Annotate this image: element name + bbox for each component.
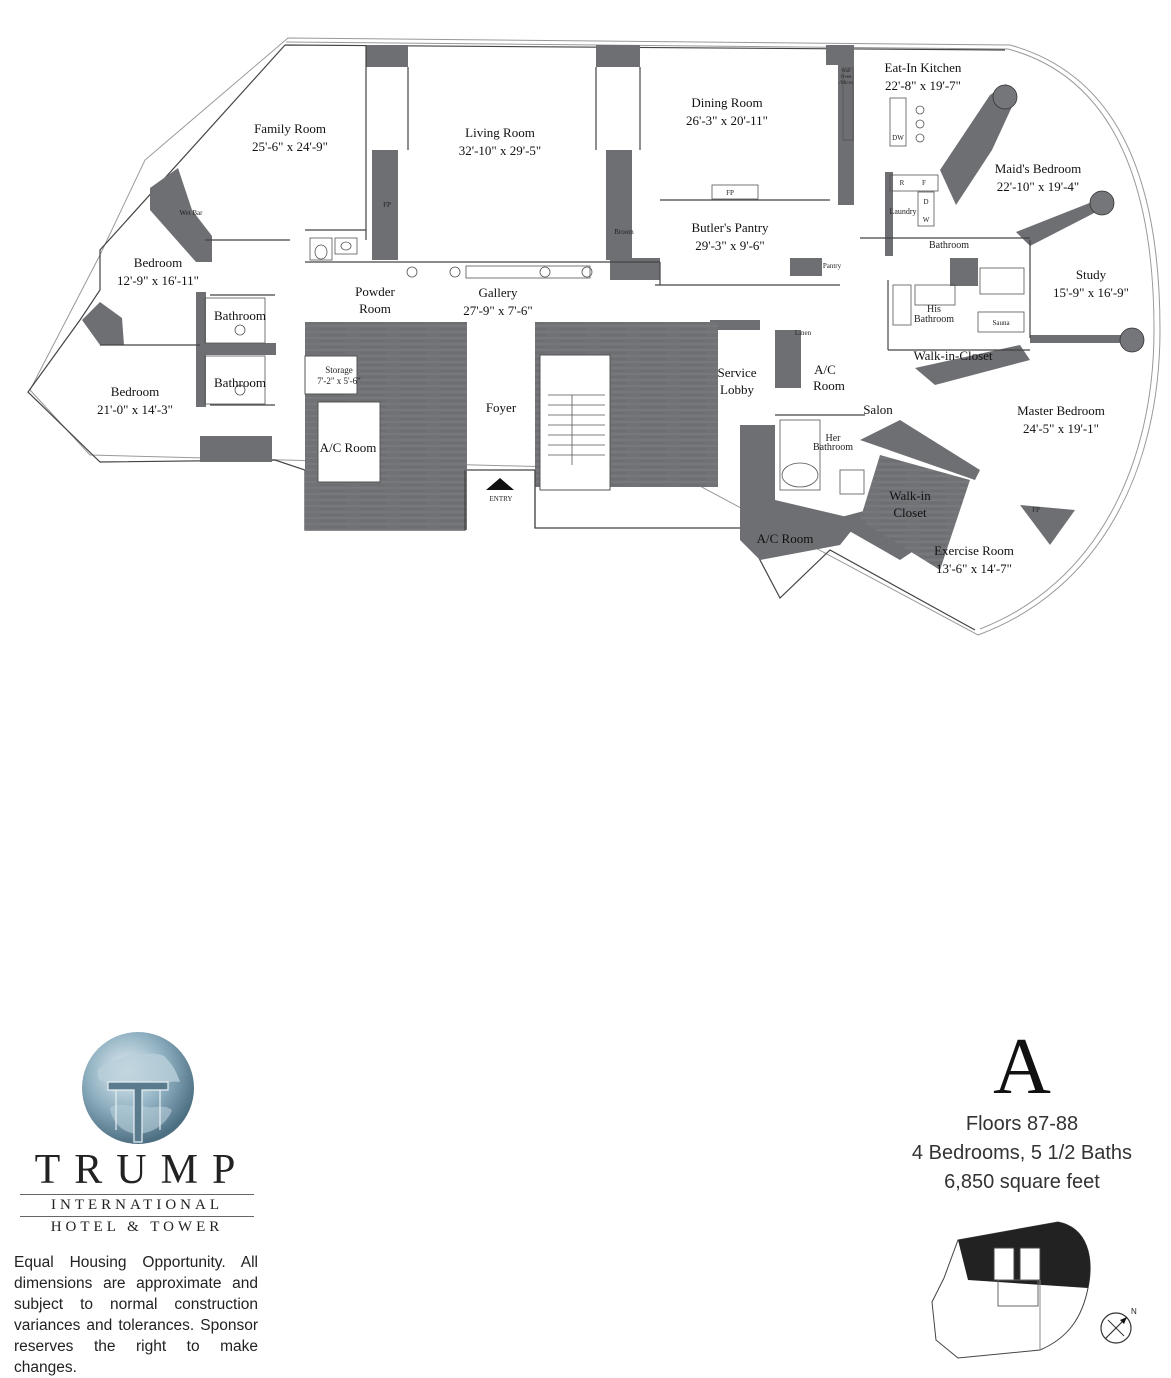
- trump-logo: TRUMP INTERNATIONAL HOTEL & TOWER: [14, 1030, 260, 1236]
- walk-in-closet-master-label: Walk-in-Closet: [913, 348, 992, 363]
- laundry-label: Laundry: [889, 207, 916, 216]
- ac-room-center-label: A/C: [814, 362, 836, 377]
- study-dims: 15'-9" x 16'-9": [1053, 285, 1129, 300]
- compass-north-label: N: [1131, 1307, 1137, 1316]
- unit-floors: Floors 87-88: [965, 1113, 1079, 1135]
- pantry-label: Pantry: [823, 262, 842, 270]
- gallery-dims: 27'-9" x 7'-6": [463, 303, 532, 318]
- brand-line-2: INTERNATIONAL: [51, 1197, 223, 1213]
- living-room-label: Living Room: [465, 125, 535, 140]
- fireplace-label-family: FP: [383, 201, 391, 209]
- brand-main: TRUMP: [34, 1147, 250, 1193]
- eat-in-kitchen-label: Eat-In Kitchen: [885, 60, 962, 75]
- master-bedroom-label: Master Bedroom: [1017, 403, 1105, 418]
- brand-divider: [20, 1194, 254, 1195]
- dining-room-label: Dining Room: [691, 95, 762, 110]
- globe-icon: [82, 1032, 194, 1144]
- freezer-label: F: [922, 179, 926, 187]
- unit-area: 6,850 square feet: [944, 1171, 1100, 1193]
- refrigerator-label: R: [900, 179, 905, 187]
- unit-beds-baths: 4 Bedrooms, 5 1/2 Baths: [911, 1142, 1133, 1164]
- fireplace-label-dining: FP: [726, 189, 734, 197]
- walk-in-closet-salon-label: Walk-in: [889, 488, 931, 503]
- exterior-glass-wall: [29, 37, 1161, 636]
- storage-dims: 7'-2" x 5'-6": [317, 376, 361, 386]
- bedroom-1-dims: 12'-9" x 16'-11": [117, 273, 199, 288]
- service-lobby-label-2: Lobby: [720, 382, 754, 397]
- walk-in-closet-salon-label-2: Closet: [893, 505, 927, 520]
- his-bathroom-label-2: Bathroom: [914, 314, 954, 325]
- family-room-dims: 25'-6" x 24'-9": [252, 139, 328, 154]
- dryer-label: D: [923, 198, 928, 206]
- bathroom-lower-left-label: Bathroom: [214, 375, 266, 390]
- bedroom-2-label: Bedroom: [111, 384, 159, 399]
- fireplace-label-master: FP: [1032, 506, 1040, 514]
- family-room-label: Family Room: [254, 121, 326, 136]
- entry-arrow: [486, 478, 514, 490]
- washer-label: W: [923, 216, 930, 224]
- her-bathroom-label: Her: [826, 433, 842, 444]
- her-bathroom-label-2: Bathroom: [813, 442, 853, 453]
- core-right-small: [860, 455, 970, 570]
- wall-oven-label: Wall: [841, 69, 851, 74]
- disclaimer: Equal Housing Opportunity. All dimension…: [14, 1254, 258, 1376]
- exercise-room-dims: 13'-6" x 14'-7": [936, 561, 1012, 576]
- living-room-dims: 32'-10" x 29'-5": [459, 143, 541, 158]
- foyer-label: Foyer: [486, 400, 517, 415]
- gallery-label: Gallery: [479, 285, 518, 300]
- bathroom-upper-left-label: Bathroom: [214, 308, 266, 323]
- master-bedroom-dims: 24'-5" x 19'-1": [1023, 421, 1099, 436]
- wet-bar-label: Wet Bar: [180, 209, 204, 217]
- dishwasher-label: DW: [892, 134, 904, 142]
- bathroom-maid-label: Bathroom: [929, 240, 969, 251]
- entry-label: ENTRY: [490, 495, 513, 503]
- eat-in-kitchen-dims: 22'-8" x 19'-7": [885, 78, 961, 93]
- study-label: Study: [1076, 267, 1107, 282]
- unit-info: A Floors 87-88 4 Bedrooms, 5 1/2 Baths 6…: [890, 1024, 1154, 1197]
- powder-room-label-2: Room: [359, 301, 391, 316]
- maids-bedroom-label: Maid's Bedroom: [995, 161, 1081, 176]
- fixtures: [204, 67, 1145, 495]
- key-plan: [931, 1221, 1091, 1359]
- dining-room-dims: 26'-3" x 20'-11": [686, 113, 768, 128]
- butlers-pantry-label: Butler's Pantry: [691, 220, 769, 235]
- floor-plan: Family Room 25'-6" x 24'-9" Living Room …: [27, 37, 1161, 636]
- powder-room-label: Powder: [355, 284, 395, 299]
- service-lobby-label: Service: [718, 365, 757, 380]
- storage-label: Storage: [325, 365, 353, 375]
- wall-oven-label-3: /Micro: [839, 81, 853, 86]
- brand-line-3: HOTEL & TOWER: [50, 1219, 224, 1235]
- ac-room-bottom-label: A/C Room: [757, 531, 814, 546]
- linen-label: Linen: [795, 329, 812, 337]
- maids-bedroom-dims: 22'-10" x 19'-4": [997, 179, 1079, 194]
- brand-divider-2: [20, 1216, 254, 1217]
- unit-letter: A: [993, 1023, 1051, 1111]
- salon-label: Salon: [863, 402, 893, 417]
- exercise-room-label: Exercise Room: [934, 543, 1014, 558]
- sauna-label: Sauna: [992, 319, 1010, 327]
- bedroom-2-dims: 21'-0" x 14'-3": [97, 402, 173, 417]
- broom-label: Broom: [614, 228, 634, 236]
- ac-room-left-label: A/C Room: [320, 440, 377, 455]
- butlers-pantry-dims: 29'-3" x 9'-6": [695, 238, 764, 253]
- bedroom-1-label: Bedroom: [134, 255, 182, 270]
- compass-icon: N: [1100, 1307, 1137, 1344]
- ac-room-center-label-2: Room: [813, 378, 845, 393]
- wall-oven-label-2: Oven: [841, 75, 852, 80]
- his-bathroom-label: His: [927, 304, 941, 315]
